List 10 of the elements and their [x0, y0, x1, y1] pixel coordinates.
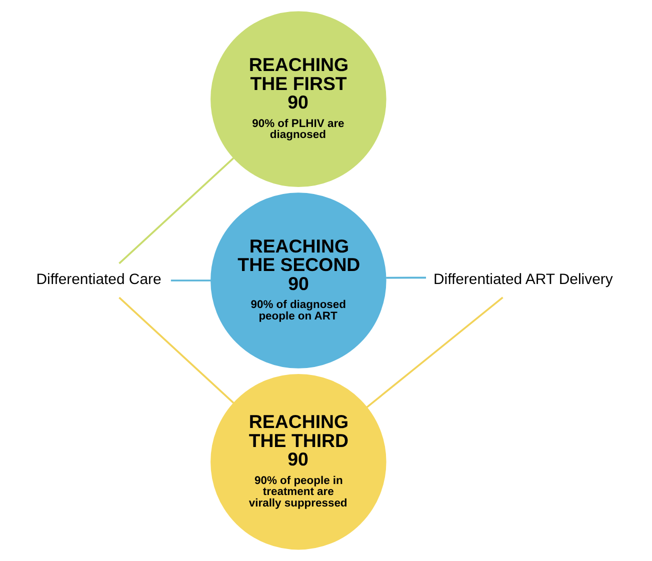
connector: [118, 158, 234, 264]
node-circle: REACHING THE THIRD 90 90% of people in treatment are virally suppressed: [210, 374, 386, 550]
connector: [366, 296, 504, 408]
connector: [386, 276, 426, 279]
node-text: Differentiated Care: [36, 271, 162, 288]
connector: [118, 296, 234, 404]
node-text: Differentiated ART Delivery: [434, 271, 613, 288]
node-circle: REACHING THE FIRST 90 90% of PLHIV are diagnosed: [210, 11, 386, 188]
connector: [170, 280, 211, 282]
node-circle: REACHING THE SECOND 90 90% of diagnosed people on ART: [210, 192, 386, 368]
